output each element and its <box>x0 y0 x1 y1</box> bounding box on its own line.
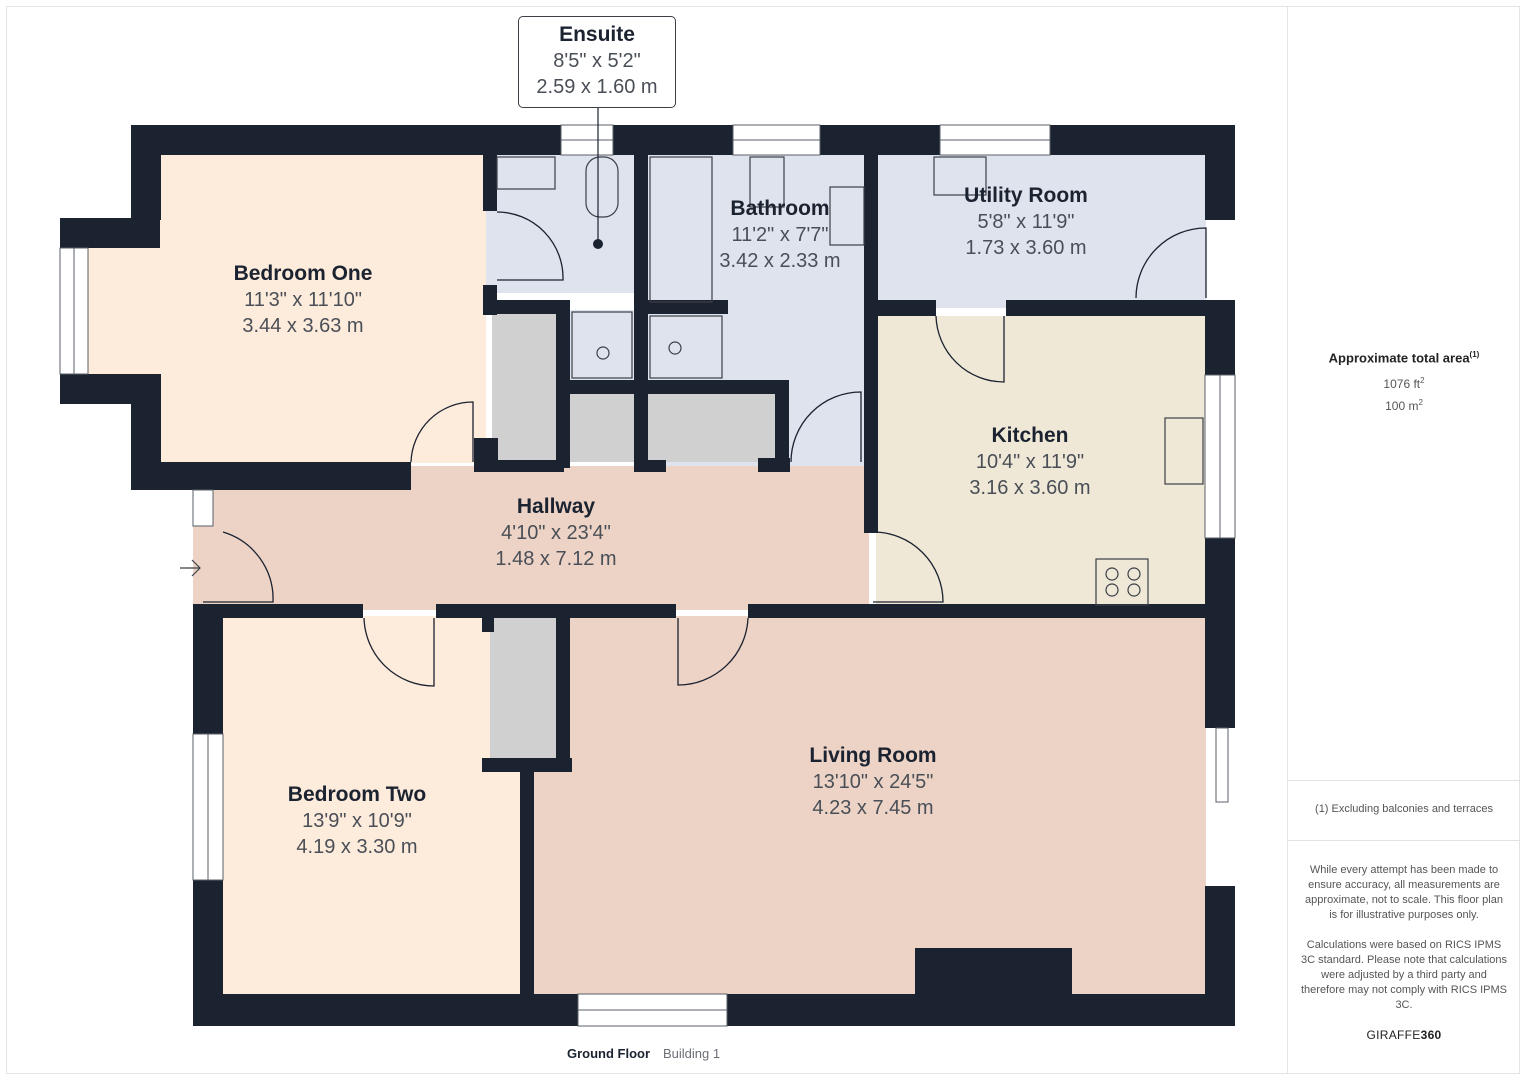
ensuite-shower-area <box>570 310 634 380</box>
ensuite-sink-icon <box>496 156 556 190</box>
living-floor <box>534 616 1206 996</box>
bathtub-icon <box>649 156 713 303</box>
room-name: Living Room <box>809 744 937 767</box>
room-label-hallway: Hallway 4'10" x 23'4" 1.48 x 7.12 m <box>495 494 616 572</box>
room-imperial: 11'3" x 11'10" <box>244 289 362 311</box>
room-imperial: 4'10" x 23'4" <box>501 522 611 544</box>
room-imperial: 5'8" x 11'9" <box>977 211 1075 233</box>
room-metric: 3.16 x 3.60 m <box>969 477 1091 499</box>
room-name: Utility Room <box>964 184 1088 207</box>
kitchen-sink-icon <box>1164 417 1204 485</box>
room-metric: 4.23 x 7.45 m <box>812 797 934 819</box>
shower-tray-icon <box>571 311 633 379</box>
room-name: Bedroom One <box>233 262 373 285</box>
room-metric: 2.59 x 1.60 m <box>536 76 658 98</box>
room-metric: 1.48 x 7.12 m <box>495 548 617 570</box>
room-label-bathroom: Bathroom 11'2" x 7'7" 3.42 x 2.33 m <box>719 196 840 274</box>
room-label-living: Living Room 13'10" x 24'5" 4.23 x 7.45 m <box>809 743 936 821</box>
ensuite-callout-dot <box>593 239 603 249</box>
building-label: Building 1 <box>663 1046 721 1061</box>
sidebar-divider-line <box>1288 780 1520 781</box>
area-title: Approximate total area(1) <box>1328 350 1480 366</box>
window-sills <box>73 139 1221 1011</box>
storage-cupboard <box>648 392 778 462</box>
room-name: Bathroom <box>730 197 830 220</box>
room-imperial: 8'5" x 5'2" <box>553 50 641 72</box>
room-name: Hallway <box>516 495 596 518</box>
room-label-kitchen: Kitchen 10'4" x 11'9" 3.16 x 3.60 m <box>969 423 1090 501</box>
room-imperial: 11'2" x 7'7" <box>731 224 829 246</box>
ensuite-toilet-icon <box>585 156 619 218</box>
room-metric: 3.42 x 2.33 m <box>719 250 841 272</box>
ensuite-floor <box>486 153 636 293</box>
disclaimer-calculations: Calculations were based on RICS IPMS 3C … <box>1300 939 1508 1011</box>
floor-plan <box>59 108 1236 1027</box>
room-label-bedroom-one: Bedroom One 11'3" x 11'10" 3.44 x 3.63 m <box>234 261 373 339</box>
storage-cupboard <box>570 392 634 462</box>
area-metric: 100 m2 <box>1385 398 1423 413</box>
room-name: Ensuite <box>559 23 635 46</box>
sidebar-divider-line <box>1288 840 1520 841</box>
room-imperial: 13'10" x 24'5" <box>812 771 934 793</box>
hob-icon <box>1095 558 1149 606</box>
bedroom-two-floor <box>222 616 522 996</box>
room-imperial: 13'9" x 10'9" <box>302 810 412 832</box>
walls <box>60 125 1235 1026</box>
room-metric: 3.44 x 3.63 m <box>242 315 364 337</box>
ensuite-callout: Ensuite 8'5" x 5'2" 2.59 x 1.60 m <box>518 16 676 108</box>
door-swings <box>203 211 1207 687</box>
toilet-icon <box>749 156 785 208</box>
page-frame <box>6 6 1520 1074</box>
floor-label: Ground Floor <box>567 1046 651 1061</box>
disclaimer-accuracy: While every attempt has been made to ens… <box>1305 864 1503 921</box>
brand-logo: GIRAFFE360 <box>1366 1028 1442 1042</box>
utility-sink-icon <box>933 156 987 196</box>
room-metric: 1.73 x 3.60 m <box>965 237 1087 259</box>
storage-cupboard <box>490 618 556 758</box>
bedroom-one-floor <box>160 153 486 463</box>
room-imperial: 10'4" x 11'9" <box>975 451 1085 473</box>
room-name: Kitchen <box>991 424 1069 447</box>
basin-cabinet-icon <box>649 315 723 379</box>
room-label-bedroom-two: Bedroom Two 13'9" x 10'9" 4.19 x 3.30 m <box>288 782 426 860</box>
storage-cupboard <box>492 314 558 462</box>
arrow-right-icon <box>180 559 201 577</box>
room-metric: 4.19 x 3.30 m <box>296 836 418 858</box>
area-imperial: 1076 ft2 <box>1383 376 1425 391</box>
room-label-utility: Utility Room 5'8" x 11'9" 1.73 x 3.60 m <box>964 183 1088 261</box>
fixtures <box>496 156 1204 606</box>
sidebar-divider <box>1287 6 1288 1074</box>
area-footnote: (1) Excluding balconies and terraces <box>1315 803 1493 815</box>
bedroom-one-bay <box>88 248 162 374</box>
room-name: Bedroom Two <box>287 783 427 806</box>
utility-floor <box>876 153 1206 308</box>
kitchen-floor <box>876 316 1206 606</box>
shower-drain-icon <box>596 346 610 360</box>
bathroom-sink-icon <box>829 186 865 246</box>
